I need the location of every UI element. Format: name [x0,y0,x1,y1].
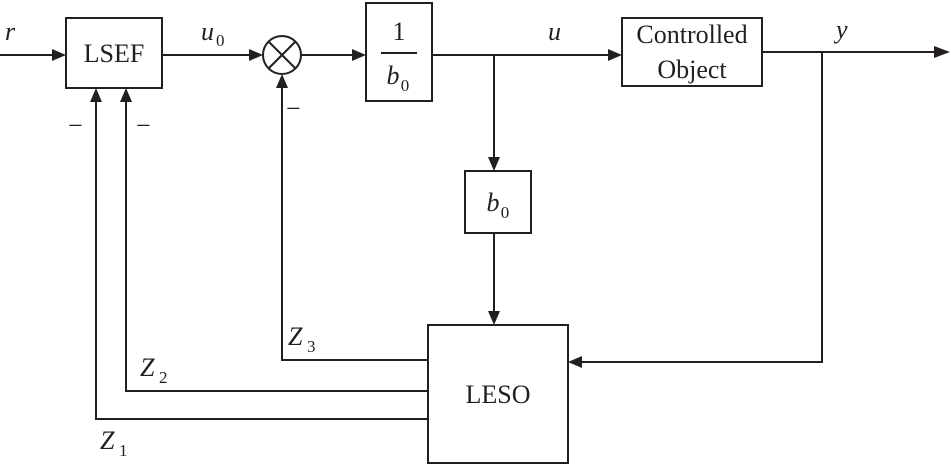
signal-z3-label: Z [288,322,303,351]
minus-sign-z2: − [136,111,151,140]
b0-gain-label-sub: 0 [501,203,510,222]
signal-y-label: y [833,15,848,44]
controlled-object-label-2: Object [657,55,727,84]
arrow-z2-to-lsef [120,88,132,102]
signal-u0-label: u [201,17,214,46]
minus-sign-z3: − [286,94,301,123]
leso-label: LESO [466,380,531,409]
b0-gain-label: b [487,188,500,217]
inverse-gain-denominator: b [387,61,400,90]
lsef-label: LSEF [84,39,145,68]
inverse-gain-numerator: 1 [393,17,406,46]
arrow-sum-to-gain [352,49,366,61]
signal-r-label: r [5,17,16,46]
arrow-y-out [934,46,950,58]
arrow-b0-to-leso [488,311,500,325]
signal-z1-sub: 1 [119,441,128,460]
wire-z2 [125,98,428,392]
wire-y-feedback [578,52,823,363]
wire-z3 [281,84,428,361]
signal-z2-label: Z [140,353,155,382]
arrow-z3-to-sum [276,74,288,88]
signal-z2-sub: 2 [159,368,168,387]
arrow-y-to-leso [568,356,582,368]
signal-z3-sub: 3 [307,337,316,356]
leso-block [427,324,569,464]
inverse-gain-denominator-sub: 0 [401,76,410,95]
signal-u-label: u [548,17,561,46]
summing-cross-2 [267,40,297,70]
controlled-object-label-1: Controlled [636,20,747,49]
arrow-u-to-plant [608,49,622,61]
arrow-r-to-lsef [52,49,66,61]
wire-z1 [95,98,428,420]
minus-sign-z1: − [68,111,83,140]
arrow-u0-to-sum [249,49,263,61]
arrow-z1-to-lsef [90,88,102,102]
b0-gain-block [464,170,532,234]
signal-z1-label: Z [100,426,115,455]
signal-u0-sub: 0 [216,31,225,50]
lsef-block [65,17,163,89]
arrow-u-to-b0 [488,157,500,171]
